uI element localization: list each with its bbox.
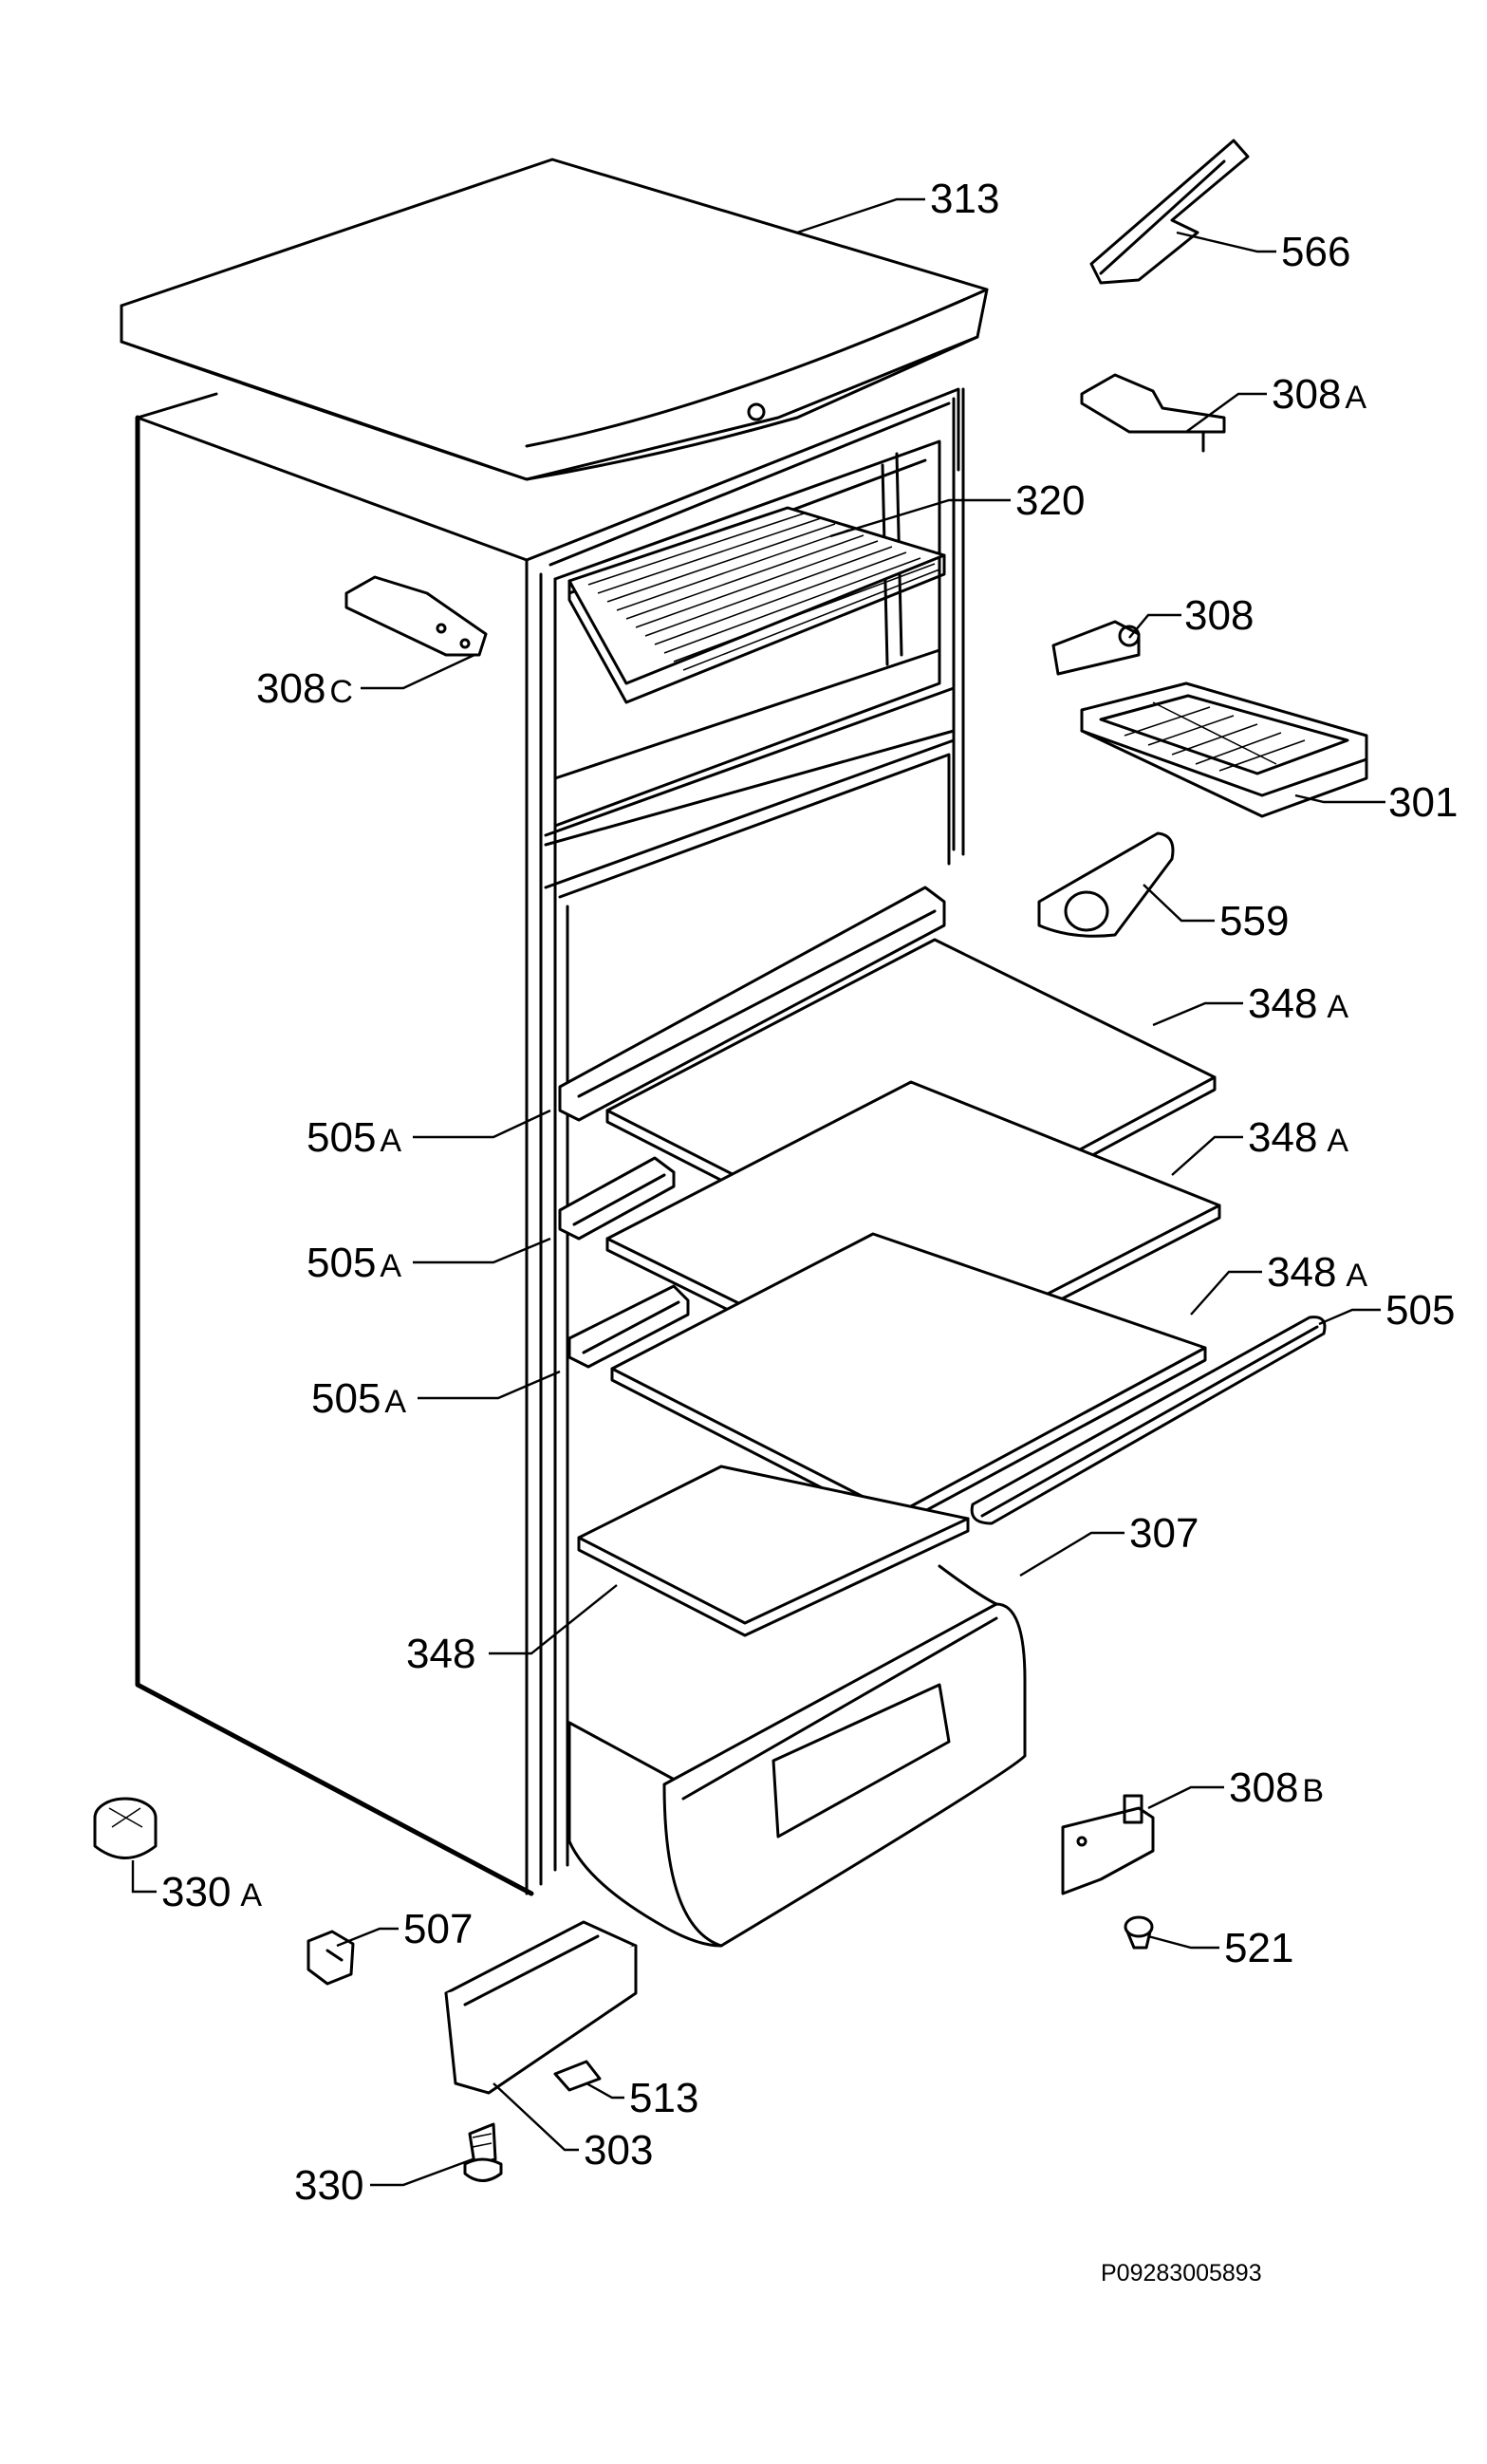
shelf-rail-part-505A-top — [558, 886, 946, 1122]
shelf-rail-part-505A-lower — [567, 1284, 690, 1369]
pin-part-521 — [1124, 1915, 1154, 1950]
hinge-part-308C — [344, 575, 488, 657]
small-part-513 — [553, 2060, 602, 2092]
leader-lines — [131, 197, 1385, 2187]
glass-shelf-part-348 — [577, 1465, 970, 1637]
callout-301: 301 — [1388, 779, 1458, 826]
shelf-rail-part-505A-middle — [558, 1156, 676, 1241]
callout-320: 320 — [1015, 477, 1085, 524]
callout-513: 513 — [629, 2075, 698, 2121]
callout-505: 505 — [1385, 1287, 1455, 1334]
callout-307: 307 — [1129, 1510, 1199, 1557]
callout-566: 566 — [1281, 229, 1350, 275]
callout-521: 521 — [1224, 1925, 1293, 1971]
hinge-part-566 — [1089, 139, 1250, 285]
callout-559: 559 — [1219, 898, 1289, 944]
callout-308: 308 — [1184, 592, 1254, 639]
callout-303: 303 — [584, 2127, 653, 2174]
callout-313: 313 — [930, 176, 999, 222]
shelf-rail-part-505 — [970, 1316, 1327, 1525]
screw-part-330 — [463, 2122, 503, 2182]
callout-348: 348 — [406, 1631, 475, 1677]
ice-tray-part-301 — [1080, 681, 1368, 818]
kick-plate-part-303 — [444, 1920, 638, 2095]
clip-part-507 — [307, 1930, 355, 1986]
hinge-part-308A — [1080, 373, 1226, 453]
freezer-grid-shelf-part-320 — [567, 506, 946, 704]
callout-330: 330 — [294, 2162, 363, 2209]
top-cover-part-313 — [120, 158, 989, 481]
document-number: P09283005893 — [1101, 2260, 1262, 2287]
crisper-drawer-part-307 — [567, 1564, 1027, 1948]
thermostat-knob-part-559 — [1037, 831, 1175, 938]
hinge-part-308B — [1061, 1794, 1155, 1895]
hinge-part-308 — [1051, 620, 1141, 676]
callout-507: 507 — [403, 1906, 473, 1952]
adjustable-foot-part-330A — [93, 1797, 158, 1859]
